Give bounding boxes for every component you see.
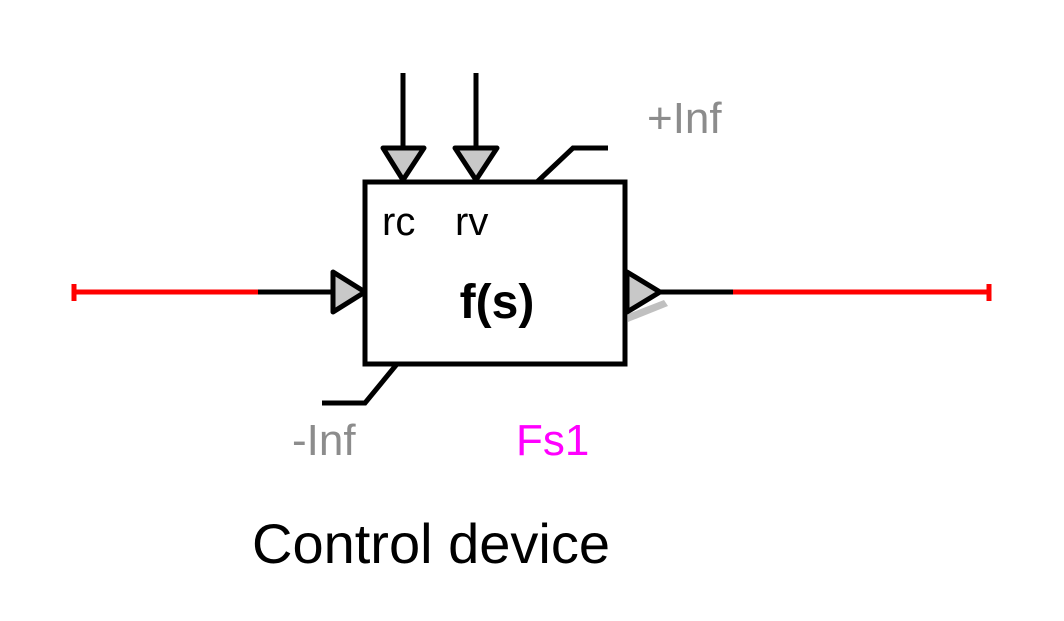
output-port-shadow [628, 300, 668, 322]
function-block[interactable] [362, 179, 628, 367]
upper-limit-icon [535, 145, 608, 184]
block-name: Fs1 [516, 416, 589, 465]
rv-port-icon[interactable] [452, 145, 500, 183]
input-label-rc: rc [382, 200, 415, 244]
function-label: f(s) [460, 276, 535, 329]
control-input-rc[interactable] [380, 73, 427, 183]
input-label-rv: rv [455, 200, 488, 244]
output-connection[interactable] [658, 284, 992, 301]
control-input-rv[interactable] [452, 73, 500, 183]
lower-limit-icon [322, 362, 399, 406]
upper-limit-label: +Inf [647, 94, 722, 143]
rc-port-icon[interactable] [380, 145, 427, 183]
input-connection[interactable] [71, 284, 335, 301]
diagram-caption: Control device [252, 512, 610, 575]
lower-limit-label: -Inf [292, 416, 356, 465]
input-port-icon[interactable] [330, 269, 368, 315]
output-port-icon[interactable] [624, 269, 663, 315]
